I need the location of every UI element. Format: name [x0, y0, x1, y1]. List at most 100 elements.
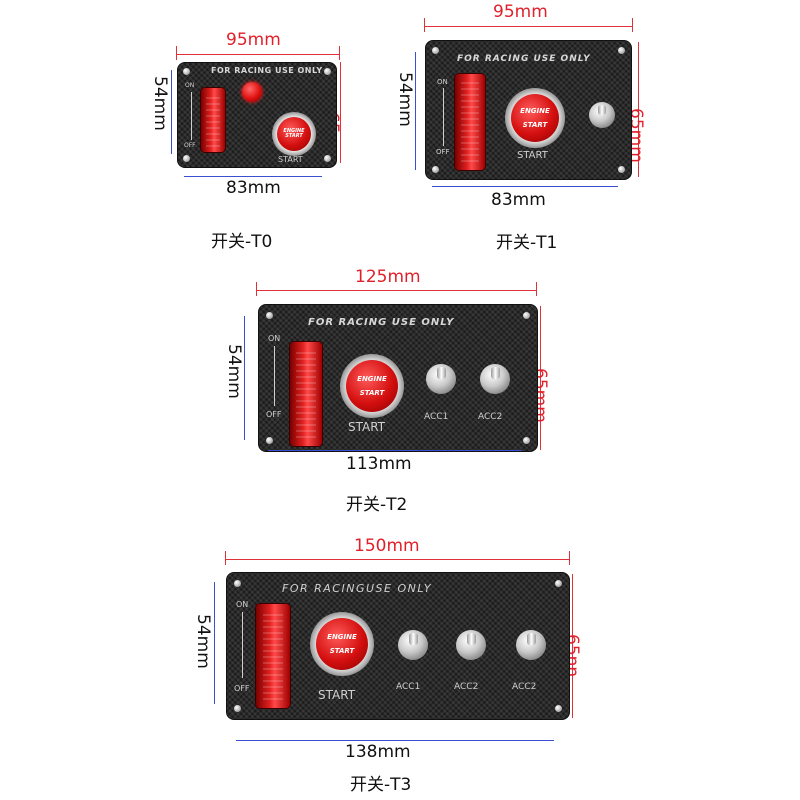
t2-inner-height-label: 54mm: [224, 344, 244, 399]
on-off-arrow-icon: [191, 92, 192, 140]
t2-width-label: 125mm: [355, 267, 421, 287]
t0-safety-cover-switch[interactable]: [201, 88, 225, 152]
t3-on-label: ON: [236, 600, 249, 609]
t2-acc1-toggle[interactable]: [426, 364, 456, 394]
t2-acc1-label: ACC1: [424, 412, 449, 422]
t1-width-label: 95mm: [493, 2, 548, 22]
t3-button-line1: ENGINE: [327, 632, 357, 641]
t3-inner-width-label: 138mm: [345, 742, 411, 762]
t2-height-line: [540, 306, 541, 450]
screw-icon: [523, 437, 530, 444]
t0-inner-height-label: 54mm: [150, 76, 170, 131]
t1-on-label: ON: [437, 78, 448, 86]
t0-width-tick-left: [176, 46, 177, 60]
t2-panel: FOR RACING USE ONLY ON OFF ENGINE START S…: [258, 304, 538, 452]
t0-off-label: OFF: [184, 142, 196, 149]
t3-inner-height-line: [214, 582, 215, 704]
t3-inner-height-label: 54mm: [193, 614, 213, 669]
t2-inner-width-line: [268, 450, 522, 451]
t0-width-tick-right: [339, 46, 340, 60]
t0-width-label: 95mm: [226, 30, 281, 50]
t2-safety-cover-switch[interactable]: [290, 342, 322, 446]
t3-engine-start-button[interactable]: ENGINE START: [316, 618, 368, 670]
t0-indicator-led: [242, 82, 262, 102]
t2-inner-height-line: [244, 316, 245, 440]
t3-width-tick-left: [225, 551, 226, 565]
t3-acc2-toggle[interactable]: [456, 630, 486, 660]
t2-button-line1: ENGINE: [357, 374, 387, 383]
screw-icon: [183, 68, 190, 75]
screw-icon: [234, 580, 241, 587]
t3-button-line2: START: [329, 646, 355, 655]
t3-acc1-label: ACC1: [396, 682, 421, 692]
t2-button-line2: START: [359, 388, 385, 397]
t1-width-tick-left: [424, 18, 425, 32]
screw-icon: [324, 68, 331, 75]
t1-caption: 开关-T1: [496, 233, 558, 253]
t2-width-tick-right: [536, 282, 537, 296]
t1-inner-height-label: 54mm: [395, 72, 415, 127]
t2-start-label: START: [348, 420, 386, 434]
screw-icon: [324, 155, 331, 162]
t1-height-line: [638, 42, 639, 177]
screw-icon: [555, 580, 562, 587]
t1-inner-width-label: 83mm: [491, 190, 546, 210]
t0-width-line: [176, 54, 339, 55]
t2-inner-width-label: 113mm: [346, 454, 412, 474]
t2-acc2-label: ACC2: [478, 412, 503, 422]
t2-engine-start-button[interactable]: ENGINE START: [346, 360, 398, 412]
t0-on-label: ON: [185, 82, 195, 89]
screw-icon: [432, 47, 439, 54]
t2-width-line: [256, 290, 536, 291]
t0-button-line2: START: [285, 133, 303, 139]
t0-caption: 开关-T0: [211, 232, 273, 252]
t1-inner-height-line: [415, 52, 416, 170]
t1-off-label: OFF: [436, 148, 450, 156]
screw-icon: [432, 166, 439, 173]
t3-width-line: [225, 559, 569, 560]
t1-safety-cover-switch[interactable]: [455, 74, 485, 170]
t0-panel-title: FOR RACING USE ONLY: [211, 66, 323, 75]
t1-engine-start-button[interactable]: ENGINE START: [511, 94, 559, 142]
t3-panel: FOR RACINGUSE ONLY ON OFF ENGINE START ST…: [226, 572, 570, 720]
t3-width-tick-right: [569, 551, 570, 565]
t1-panel-title: FOR RACING USE ONLY: [457, 54, 591, 64]
t2-off-label: OFF: [266, 410, 282, 419]
t3-inner-width-line: [236, 740, 554, 741]
t0-button-line1: ENGINE: [283, 128, 305, 134]
t3-safety-cover-switch[interactable]: [256, 604, 290, 708]
screw-icon: [523, 312, 530, 319]
t1-inner-width-line: [432, 186, 618, 187]
screw-icon: [266, 312, 273, 319]
screw-icon: [266, 437, 273, 444]
t1-toggle-switch[interactable]: [589, 102, 615, 128]
t3-acc2-label: ACC2: [454, 682, 479, 692]
t3-off-label: OFF: [234, 684, 250, 693]
t1-panel: FOR RACING USE ONLY ON OFF ENGINE START S…: [425, 40, 632, 180]
on-off-arrow-icon: [443, 88, 444, 146]
t1-width-tick-right: [632, 18, 633, 32]
t2-panel-title: FOR RACING USE ONLY: [308, 317, 455, 328]
screw-icon: [618, 47, 625, 54]
t0-inner-width-line: [184, 176, 322, 177]
t0-start-label: START: [278, 155, 303, 164]
t3-acc3-label: ACC2: [512, 682, 537, 692]
t2-on-label: ON: [268, 334, 281, 343]
t3-acc3-toggle[interactable]: [516, 630, 546, 660]
screw-icon: [234, 705, 241, 712]
t3-caption: 开关-T3: [350, 775, 412, 795]
t0-inner-height-line: [171, 70, 172, 154]
t2-width-tick-left: [256, 282, 257, 296]
t1-start-label: START: [517, 150, 548, 161]
on-off-arrow-icon: [242, 612, 243, 678]
t3-width-label: 150mm: [354, 536, 420, 556]
screw-icon: [555, 705, 562, 712]
t2-acc2-toggle[interactable]: [480, 364, 510, 394]
t3-panel-title: FOR RACINGUSE ONLY: [282, 582, 433, 595]
t1-button-line1: ENGINE: [520, 106, 550, 115]
t3-acc1-toggle[interactable]: [398, 630, 428, 660]
t1-button-line2: START: [522, 120, 548, 129]
screw-icon: [618, 166, 625, 173]
